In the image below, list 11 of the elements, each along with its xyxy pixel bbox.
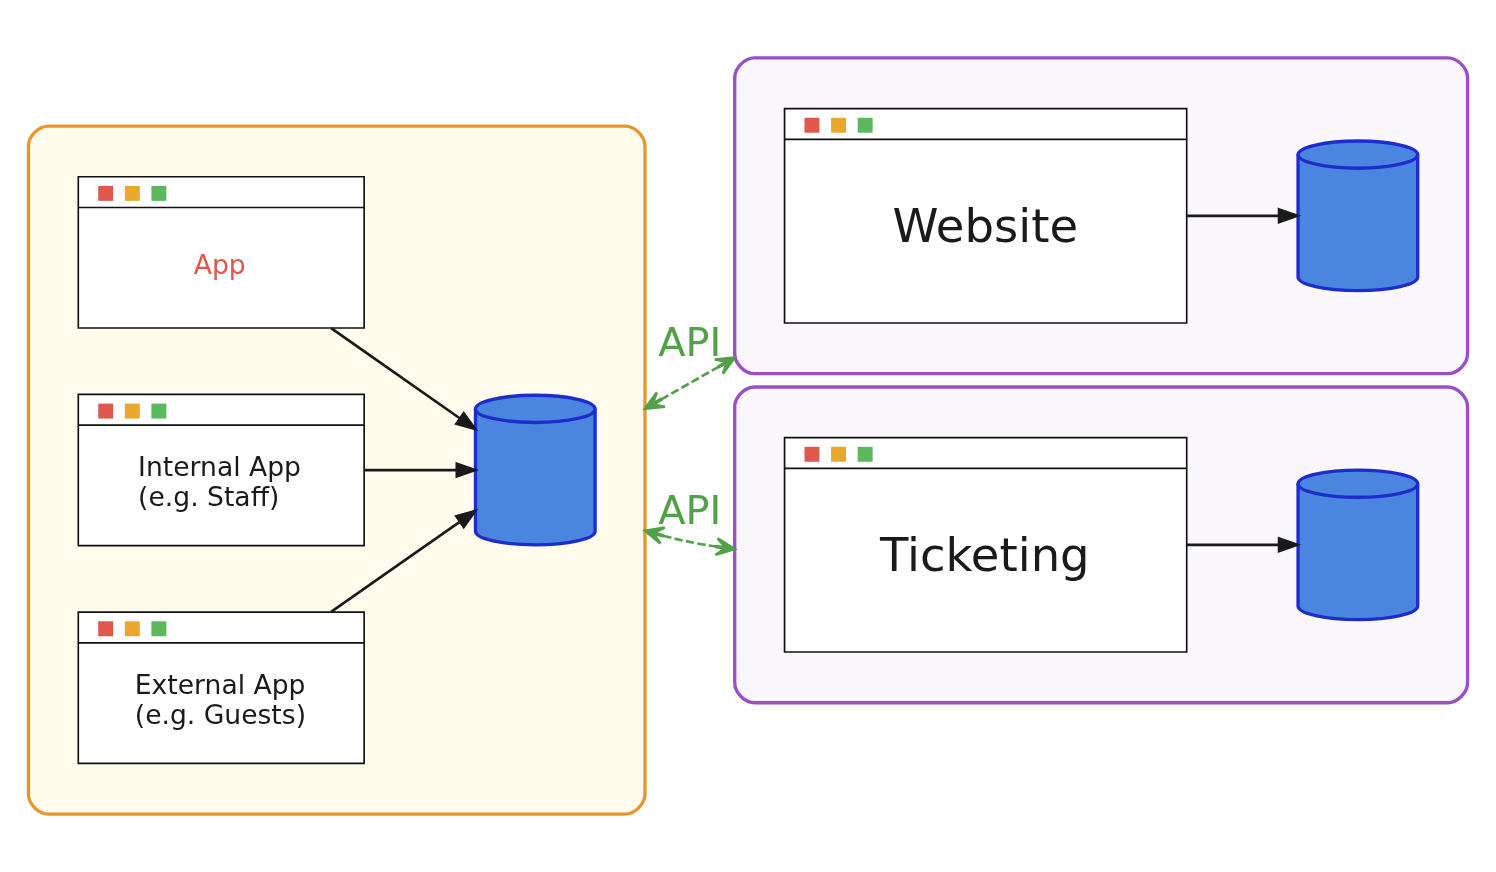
- arrow: [1186, 536, 1302, 554]
- cluster: [733, 56, 1470, 376]
- arrow: [1186, 207, 1302, 225]
- arrow: [364, 461, 480, 479]
- cluster: [733, 385, 1470, 705]
- arrow: [330, 508, 479, 613]
- arrow: [643, 526, 737, 557]
- edge-label: API: [658, 318, 722, 365]
- edge-label: API: [658, 486, 722, 533]
- arrow: [330, 327, 479, 432]
- arrow: [643, 356, 737, 410]
